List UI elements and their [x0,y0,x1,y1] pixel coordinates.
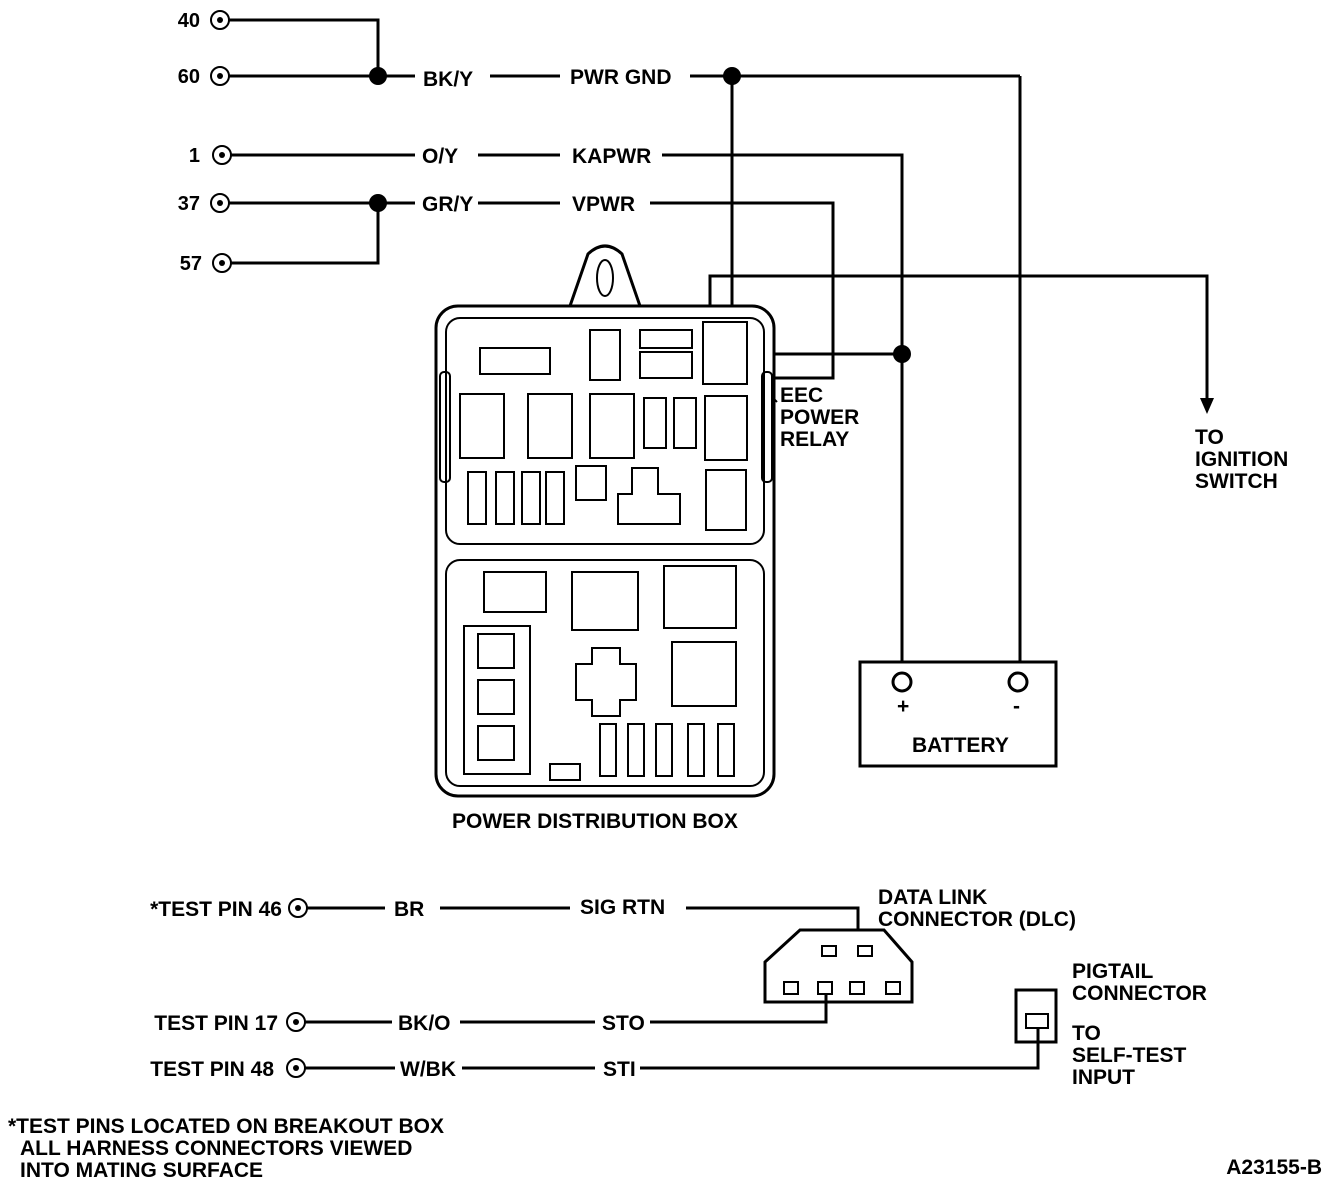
svg-text:SWITCH: SWITCH [1195,470,1278,493]
wire-ignition: TO IGNITION SWITCH [708,274,1288,493]
pin-60: 60 [178,66,230,88]
wire-pwr-gnd: BK/Y PWR GND [229,18,1022,672]
pin-37: 37 [178,193,230,215]
svg-text:SELF-TEST: SELF-TEST [1072,1044,1187,1067]
wire-sti: TEST PIN 48 W/BK STI [150,1028,1040,1081]
svg-text:TO: TO [1072,1022,1101,1045]
svg-text:EEC: EEC [780,384,823,407]
svg-text:BK/O: BK/O [398,1012,451,1035]
svg-text:57: 57 [180,253,202,275]
svg-text:37: 37 [178,193,200,215]
svg-text:PWR GND: PWR GND [570,66,672,89]
svg-text:60: 60 [178,66,200,88]
svg-text:CONNECTOR (DLC): CONNECTOR (DLC) [878,908,1076,931]
svg-text:GR/Y: GR/Y [422,193,473,216]
svg-text:W/BK: W/BK [400,1058,456,1081]
wire-kapwr: O/Y KAPWR [231,145,911,672]
svg-text:RELAY: RELAY [780,428,849,451]
svg-text:1: 1 [189,145,200,167]
wire-vpwr: GR/Y VPWR [229,193,835,380]
svg-text:POWER: POWER [780,406,859,429]
pin-57: 57 [180,253,232,275]
svg-text:INTO MATING SURFACE: INTO MATING SURFACE [20,1159,263,1182]
svg-text:+: + [897,695,909,718]
svg-text:INPUT: INPUT [1072,1066,1135,1089]
wire-sto: TEST PIN 17 BK/O STO [154,994,828,1035]
pin-1: 1 [189,145,232,167]
battery: + - BATTERY [858,660,1058,768]
svg-text:STO: STO [602,1012,645,1035]
figure-id: A23155-B [1226,1156,1322,1179]
svg-text:STI: STI [603,1058,636,1081]
svg-text:O/Y: O/Y [422,145,458,168]
footnote: *TEST PINS LOCATED ON BREAKOUT BOX ALL H… [8,1115,444,1182]
wire-sig-rtn: *TEST PIN 46 BR SIG RTN [150,896,860,942]
svg-text:*TEST PIN 46: *TEST PIN 46 [150,898,282,921]
svg-text:CONNECTOR: CONNECTOR [1072,982,1207,1005]
svg-text:PIGTAIL: PIGTAIL [1072,960,1153,983]
svg-text:*TEST PINS LOCATED ON BREAKOUT: *TEST PINS LOCATED ON BREAKOUT BOX [8,1115,444,1138]
pigtail-connector: PIGTAIL CONNECTOR TO SELF-TEST INPUT [1014,960,1207,1089]
svg-text:TO: TO [1195,426,1224,449]
data-link-connector: DATA LINK CONNECTOR (DLC) [763,886,1076,1004]
svg-text:-: - [1013,695,1020,718]
svg-text:KAPWR: KAPWR [572,145,651,168]
svg-text:TEST PIN 17: TEST PIN 17 [154,1012,278,1035]
svg-text:DATA LINK: DATA LINK [878,886,987,909]
svg-text:BK/Y: BK/Y [423,68,473,91]
svg-text:40: 40 [178,10,200,32]
svg-text:VPWR: VPWR [572,193,635,216]
pin-40: 40 [178,10,230,32]
svg-text:BATTERY: BATTERY [912,734,1009,757]
svg-text:BR: BR [394,898,424,921]
svg-text:ALL HARNESS CONNECTORS VIEWED: ALL HARNESS CONNECTORS VIEWED [20,1137,412,1160]
pdb-label: POWER DISTRIBUTION BOX [452,810,738,833]
svg-text:IGNITION: IGNITION [1195,448,1288,471]
power-distribution-box: POWER DISTRIBUTION BOX [434,244,776,833]
svg-text:SIG RTN: SIG RTN [580,896,665,919]
svg-text:TEST PIN 48: TEST PIN 48 [150,1058,274,1081]
